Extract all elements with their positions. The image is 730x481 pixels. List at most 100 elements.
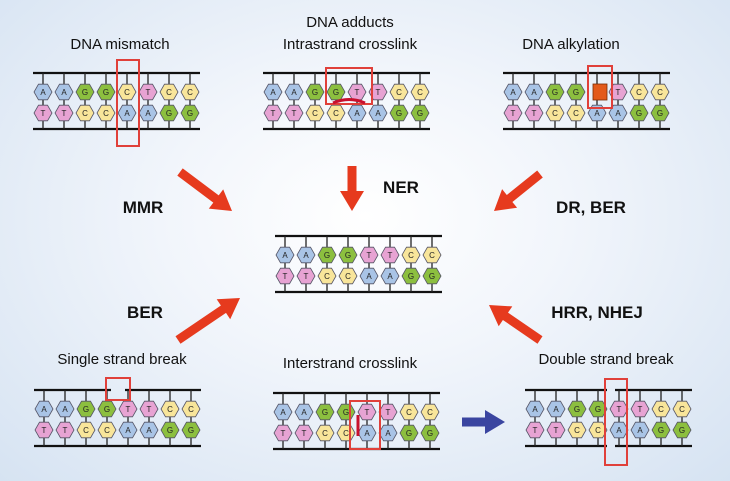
- nucleotide-label: A: [531, 88, 537, 97]
- nucleotide-G: [181, 421, 201, 439]
- label-intrastrand-crosslink: Intrastrand crosslink: [282, 36, 418, 53]
- nucleotide-label: A: [375, 109, 381, 118]
- nucleotide-G: [566, 83, 586, 101]
- nucleotide-label: A: [637, 426, 643, 435]
- pathway-hrr-nhej: HRR, NHEJ: [551, 303, 643, 322]
- nucleotide-A: [118, 421, 138, 439]
- nucleotide-T: [609, 400, 629, 418]
- arrow-hrr-nhej: [489, 305, 543, 344]
- nucleotide-label: A: [40, 88, 46, 97]
- nucleotide-T: [118, 400, 138, 418]
- nucleotide-label: C: [427, 408, 433, 417]
- nucleotide-A: [347, 104, 367, 122]
- nucleotide-label: G: [166, 109, 172, 118]
- nucleotide-G: [315, 403, 335, 421]
- nucleotide-A: [275, 246, 295, 264]
- nucleotide-label: T: [617, 405, 622, 414]
- arrow-ber: [175, 298, 240, 344]
- nucleotide-label: A: [553, 405, 559, 414]
- nucleotide-label: A: [615, 109, 621, 118]
- nucleotide-G: [588, 400, 608, 418]
- nucleotide-A: [609, 421, 629, 439]
- nucleotide-label: G: [343, 408, 349, 417]
- nucleotide-label: G: [104, 405, 110, 414]
- nucleotide-A: [55, 400, 75, 418]
- nucleotide-label: A: [280, 408, 286, 417]
- nucleotide-A: [380, 267, 400, 285]
- nucleotide-label: C: [333, 109, 339, 118]
- nucleotide-G: [180, 104, 200, 122]
- nucleotide-T: [630, 400, 650, 418]
- nucleotide-label: T: [376, 88, 381, 97]
- nucleotide-label: A: [62, 405, 68, 414]
- nucleotide-label: A: [354, 109, 360, 118]
- nucleotide-label: A: [532, 405, 538, 414]
- label-dna-mismatch: DNA mismatch: [70, 36, 170, 53]
- nucleotide-G: [96, 83, 116, 101]
- nucleotide-label: C: [657, 88, 663, 97]
- label-single-strand-break: Single strand break: [57, 351, 187, 368]
- nucleotide-label: G: [595, 405, 601, 414]
- nucleotide-A: [546, 400, 566, 418]
- nucleotide-C: [651, 400, 671, 418]
- nucleotide-label: A: [366, 272, 372, 281]
- nucleotide-G: [401, 267, 421, 285]
- nucleotide-A: [608, 104, 628, 122]
- nucleotide-label: C: [324, 272, 330, 281]
- pathway-mmr: MMR: [122, 198, 164, 217]
- nucleotide-G: [389, 104, 409, 122]
- nucleotide-G: [75, 83, 95, 101]
- nucleotide-label: T: [292, 109, 297, 118]
- nucleotide-T: [54, 104, 74, 122]
- nucleotide-label: T: [533, 426, 538, 435]
- nucleotide-label: C: [406, 408, 412, 417]
- nucleotide-label: C: [167, 405, 173, 414]
- nucleotide-T: [608, 83, 628, 101]
- nucleotide-label: C: [396, 88, 402, 97]
- nucleotide-label: A: [61, 88, 67, 97]
- nucleotide-C: [672, 400, 692, 418]
- nucleotide-T: [524, 104, 544, 122]
- nucleotide-C: [389, 83, 409, 101]
- nucleotide-A: [359, 267, 379, 285]
- nucleotide-label: G: [417, 109, 423, 118]
- nucleotide-label: C: [408, 251, 414, 260]
- nucleotide-label: A: [303, 251, 309, 260]
- nucleotide-label: G: [322, 408, 328, 417]
- nucleotide-label: A: [510, 88, 516, 97]
- alkyl-adduct: [592, 83, 608, 101]
- nucleotide-A: [296, 246, 316, 264]
- nucleotide-C: [401, 246, 421, 264]
- nucleotide-C: [650, 83, 670, 101]
- nucleotide-T: [296, 267, 316, 285]
- nucleotide-label: G: [312, 88, 318, 97]
- nucleotide-C: [160, 400, 180, 418]
- nucleotide-C: [96, 104, 116, 122]
- arrow-mmr: [177, 168, 232, 211]
- nucleotide-label: A: [387, 272, 393, 281]
- nucleotide-A: [587, 104, 607, 122]
- nucleotide-label: G: [187, 109, 193, 118]
- nucleotide-G: [545, 83, 565, 101]
- nucleotide-C: [588, 421, 608, 439]
- nucleotide-label: T: [638, 405, 643, 414]
- nucleotide-label: T: [62, 109, 67, 118]
- arrow-ner: [340, 166, 364, 211]
- nucleotide-label: G: [396, 109, 402, 118]
- arrow-interstrand-to-dsb: [462, 410, 505, 434]
- nucleotide-label: T: [302, 429, 307, 438]
- nucleotide-T: [275, 267, 295, 285]
- nucleotide-label: C: [83, 426, 89, 435]
- nucleotide-label: C: [124, 88, 130, 97]
- nucleotide-label: T: [554, 426, 559, 435]
- nucleotide-G: [338, 246, 358, 264]
- nucleotide-label: A: [125, 426, 131, 435]
- nucleotide-T: [357, 403, 377, 421]
- nucleotide-label: T: [63, 426, 68, 435]
- nucleotide-label: T: [283, 272, 288, 281]
- nucleotide-label: C: [166, 88, 172, 97]
- arrow-dr-ber: [494, 170, 543, 211]
- nucleotide-label: C: [574, 426, 580, 435]
